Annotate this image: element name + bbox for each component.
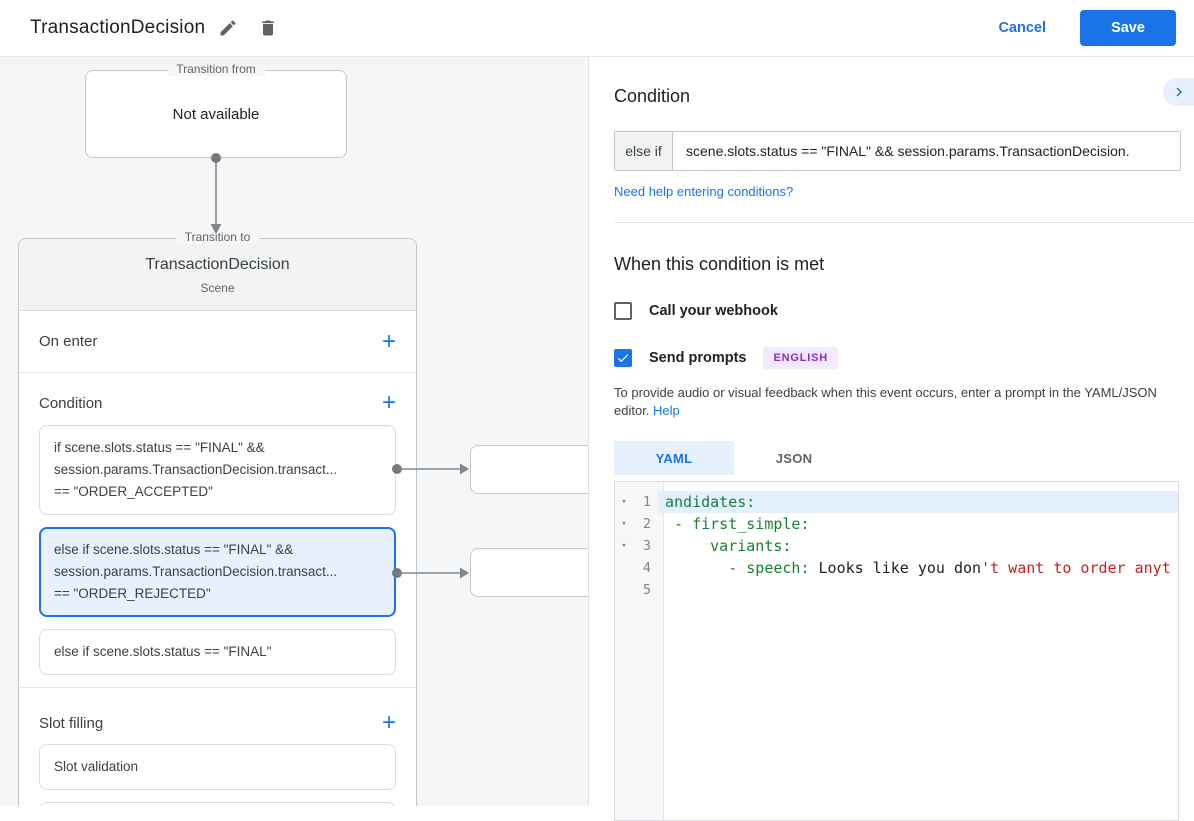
tab-json[interactable]: JSON [775,450,813,466]
line-number: 3 [642,538,651,554]
editor-gutter [615,482,664,820]
pencil-icon [220,20,236,36]
condition-card[interactable]: if scene.slots.status == "FINAL" &&sessi… [39,425,396,515]
code-text: - first_simple: [665,515,810,533]
delete-scene-button[interactable] [251,11,285,45]
condition-card[interactable]: else if scene.slots.status == "FINAL" [39,629,396,675]
editor-line[interactable]: 4 - speech: Looks like you don't want to… [615,557,1178,579]
editor-line[interactable]: ▾ 1 andidates: [615,491,1178,513]
add-slot-button[interactable]: + [381,709,396,736]
code-text [658,579,1178,601]
on-enter-row[interactable]: On enter + [19,311,416,373]
add-on-enter-button[interactable]: + [381,327,396,355]
slot-filling-section-header: Slot filling + [19,688,416,744]
condition-detail-panel: Condition else if Need help entering con… [588,57,1194,821]
yaml-editor[interactable]: ▾ 1 andidates: ▾ 2 - first_simple: ▾ 3 variant… [614,481,1179,821]
transition-target-box-1[interactable] [470,445,588,494]
scene-card: Transition to TransactionDecision Scene … [18,230,417,806]
editor-line[interactable]: ▾ 2 - first_simple: [615,513,1178,535]
section-divider [19,687,416,688]
scene-type-label: Scene [200,281,235,295]
webhook-checkbox[interactable] [614,302,632,320]
editor-tabs: YAML JSON [614,441,1194,475]
condition-expression-input[interactable] [673,132,1180,170]
editor-lines: ▾ 1 andidates: ▾ 2 - first_simple: ▾ 3 variant… [615,482,1178,601]
top-bar: TransactionDecision Cancel Save [0,0,1194,57]
on-enter-label: On enter [39,333,98,350]
editor-line[interactable]: 5 [615,579,1178,601]
when-met-title: When this condition is met [614,254,825,274]
line-number: 5 [642,582,651,598]
line-number: 2 [642,516,651,532]
slot-filling-card[interactable]: Slot validation [39,744,396,790]
fold-spacer [615,557,633,579]
webhook-label: Call your webhook [649,303,778,319]
collapse-panel-button[interactable] [1163,78,1194,106]
fold-arrow-icon[interactable]: ▾ [621,519,627,529]
code-text: - speech: Looks like you don't want to o… [665,559,1171,577]
send-prompts-checkbox[interactable] [614,349,632,367]
tab-yaml[interactable]: YAML [614,441,734,475]
edit-title-button[interactable] [211,11,245,45]
line-number: 1 [642,494,651,510]
help-link[interactable]: Help [653,403,680,418]
transition-to-legend: Transition to [175,230,260,244]
editor-line[interactable]: ▾ 3 variants: [615,535,1178,557]
condition-input-row: else if [614,131,1181,171]
condition-section-label: Condition [39,394,103,412]
transition-from-text: Not available [172,105,260,123]
webhook-row: Call your webhook [614,302,1194,320]
panel-divider [614,222,1194,223]
condition-card[interactable]: else if scene.slots.status == "FINAL" &&… [39,527,396,617]
panel-title: Condition [614,86,691,106]
code-text: variants: [665,537,792,555]
send-prompts-row: Send prompts ENGLISH [614,347,1194,369]
condition-help-link[interactable]: Need help entering conditions? [614,184,794,199]
add-condition-button[interactable]: + [381,389,396,416]
send-prompts-label: Send prompts [649,350,747,366]
slot-filling-label: Slot filling [39,714,104,732]
trash-icon [262,20,275,36]
prompts-description: To provide audio or visual feedback when… [614,384,1180,420]
condition-prefix-label: else if [615,132,673,170]
language-badge: ENGLISH [763,347,838,369]
save-button[interactable]: Save [1080,10,1176,46]
transition-target-box-2[interactable] [470,548,588,597]
line-number: 4 [642,560,651,576]
transition-from-legend: Transition from [167,62,265,76]
cancel-button[interactable]: Cancel [984,12,1060,44]
scene-header: TransactionDecision Scene [19,239,416,311]
fold-arrow-icon[interactable]: ▾ [621,497,627,507]
slot-card-list: Slot validation [19,744,416,790]
partial-card[interactable] [39,802,396,806]
prompts-description-text: To provide audio or visual feedback when… [614,385,1157,418]
checkmark-icon [617,354,629,363]
fold-arrow-icon[interactable]: ▾ [621,541,627,551]
scene-diagram-canvas: Transition from Not available Transition… [0,57,588,806]
fold-spacer [615,579,633,601]
page-title: TransactionDecision [30,17,206,38]
condition-section-header: Condition + [19,373,416,425]
chevron-right-icon [1175,87,1182,97]
code-text: andidates: [658,491,1178,513]
condition-card-list: if scene.slots.status == "FINAL" &&sessi… [19,425,416,675]
transition-from-box[interactable]: Transition from Not available [85,62,347,158]
scene-name: TransactionDecision [145,256,290,273]
